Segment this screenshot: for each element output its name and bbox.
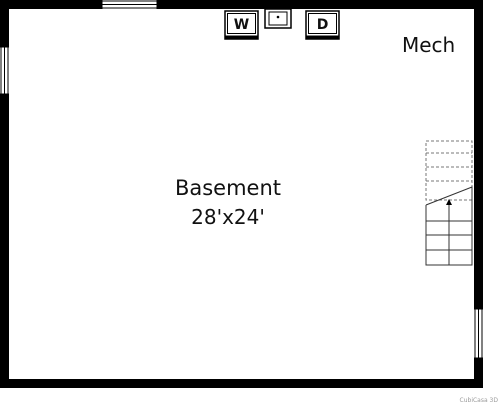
dryer-icon: D [305,10,340,40]
room-label-mech: Mech [402,33,456,57]
wall-bottom [0,379,483,388]
window-right [474,308,483,359]
window-top [101,0,158,9]
stairs [425,140,473,266]
wall-left [0,0,9,388]
wall-right [474,0,483,388]
room-dimensions-basement: 28'x24' [191,205,265,229]
washer-icon: W [224,10,259,40]
room-label-basement: Basement [174,176,282,200]
wall-top [0,0,483,9]
washer-label: W [234,17,249,33]
window-left [0,46,9,95]
dryer-label: D [317,17,329,33]
sink-icon [264,8,292,29]
watermark: CubiCasa 3D [459,397,498,404]
